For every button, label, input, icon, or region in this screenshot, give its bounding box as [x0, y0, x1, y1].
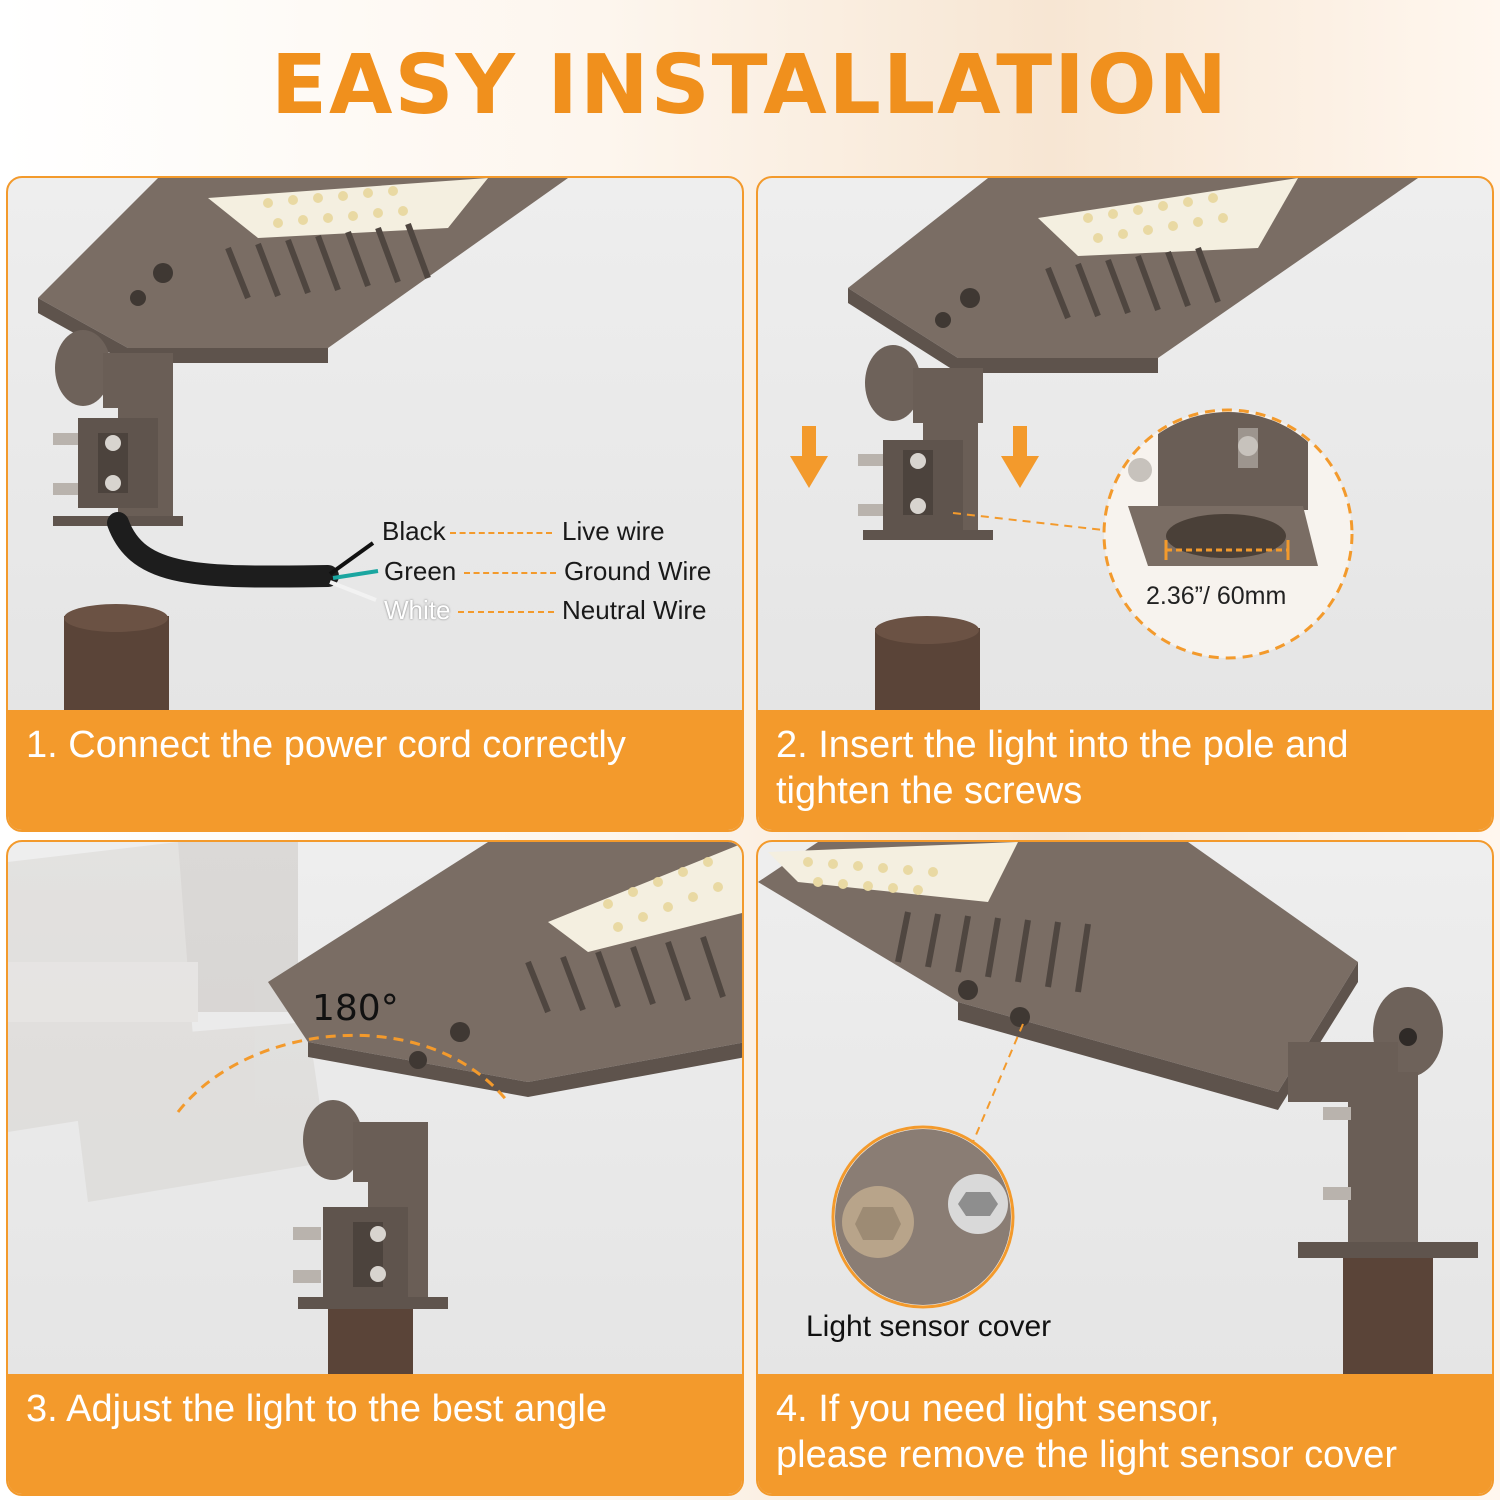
caption-text-line2: please remove the light sensor cover: [776, 1434, 1397, 1476]
page-title: EASY INSTALLATION: [270, 38, 1230, 133]
fixture-illustration: [8, 842, 742, 1494]
step-4-panel: Light sensor cover 4. If you need light …: [756, 840, 1494, 1496]
wire-function-label: Neutral Wire: [562, 595, 707, 625]
wire-color-label: Green: [384, 556, 457, 586]
step-2-caption: 2. Insert the light into the pole and ti…: [758, 710, 1492, 830]
step-1-panel: Black Live wire Green Ground Wire White …: [6, 176, 744, 832]
fixture-illustration: [790, 178, 1418, 818]
pole-diameter-label: 2.36”/ 60mm: [1146, 582, 1287, 610]
caption-text: 1. Connect the power cord correctly: [26, 724, 626, 766]
step-3-panel: 180° 3. Adjust the light to the best ang…: [6, 840, 744, 1496]
step-1-caption: 1. Connect the power cord correctly: [8, 710, 742, 830]
arrow-down-icon: [790, 426, 828, 488]
step-4-caption: 4. If you need light sensor, please remo…: [758, 1374, 1492, 1494]
arrow-down-icon: [1001, 426, 1039, 488]
step-3-caption: 3. Adjust the light to the best angle: [8, 1374, 742, 1494]
wire-function-label: Live wire: [562, 516, 665, 546]
rotation-angle-label: 180°: [312, 988, 399, 1029]
connector-line: [450, 532, 552, 534]
wire-function-label: Ground Wire: [564, 556, 712, 586]
step-2-panel: 2.36”/ 60mm 2. Insert the light into the…: [756, 176, 1494, 832]
sensor-cover-callout: Light sensor cover: [806, 1310, 1052, 1343]
connector-line: [464, 572, 556, 574]
caption-text: 3. Adjust the light to the best angle: [26, 1388, 607, 1430]
wire-color-label: Black: [382, 516, 446, 546]
caption-text-line2: tighten the screws: [776, 770, 1083, 812]
connector-line: [458, 611, 554, 613]
caption-text-line1: 2. Insert the light into the pole and: [776, 724, 1349, 766]
wire-color-label: White: [384, 595, 451, 625]
caption-text-line1: 4. If you need light sensor,: [776, 1388, 1220, 1430]
